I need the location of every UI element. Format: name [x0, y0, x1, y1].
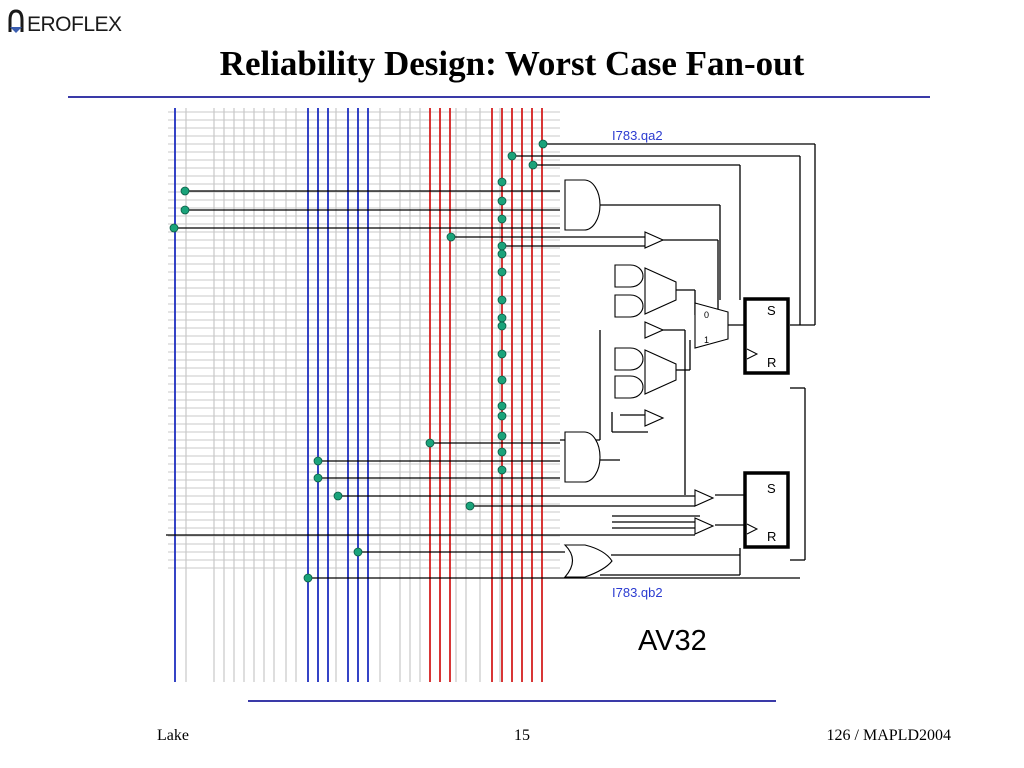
and-gate [564, 431, 601, 483]
horizontal-bus-lines [168, 111, 560, 569]
connection-dot [507, 151, 517, 161]
ff-bottom-set: S [767, 481, 776, 496]
connection-dot [497, 214, 507, 224]
highlighted-fanout-lines [174, 108, 543, 682]
connection-dot [465, 501, 475, 511]
connection-dot [497, 375, 507, 385]
mux-in0-label: 0 [704, 310, 709, 320]
schematic-wires [166, 143, 816, 579]
aeroflex-a-mark-icon [8, 9, 24, 33]
aeroflex-logo: EROFLEX [5, 6, 140, 40]
buffer-gate [694, 489, 715, 507]
ff-top-set: S [767, 303, 776, 318]
connection-dot [497, 349, 507, 359]
connection-dot [497, 267, 507, 277]
ff-top-reset: R [767, 355, 776, 370]
connection-dot [497, 313, 507, 323]
ff-bottom-reset: R [767, 529, 776, 544]
and-gate [564, 179, 601, 231]
connection-dot [497, 196, 507, 206]
output-mux: 0 1 [694, 302, 729, 349]
footer-rule [248, 700, 776, 702]
net-label-top: I783.qa2 [612, 128, 663, 143]
mux-gate [644, 267, 677, 315]
footer-reference: 126 / MAPLD2004 [826, 727, 951, 744]
connection-dot [538, 139, 548, 149]
connection-dot [313, 456, 323, 466]
connection-dot [303, 573, 313, 583]
connection-dot [353, 547, 363, 557]
flip-flop-top: S R [743, 297, 790, 375]
or-gate [563, 544, 613, 578]
connection-dot [169, 223, 179, 233]
net-label-bottom: I783.qb2 [612, 585, 663, 600]
connection-dot [425, 438, 435, 448]
and-gate [614, 375, 644, 399]
connection-dot [497, 447, 507, 457]
slide-title: Reliability Design: Worst Case Fan-out [219, 44, 805, 83]
connection-dot [497, 321, 507, 331]
connection-dot [313, 473, 323, 483]
title-rule [68, 96, 930, 98]
flip-flop-bottom: S R [743, 471, 790, 549]
mux-gate [644, 349, 677, 395]
and-gate [614, 264, 644, 288]
and-gate [614, 347, 644, 371]
logic-gates [563, 179, 715, 578]
connection-dot [497, 431, 507, 441]
and-gate [614, 294, 644, 318]
connection-dot [497, 401, 507, 411]
vertical-bus-lines [185, 108, 501, 682]
buffer-gate [644, 321, 665, 339]
block-name: AV32 [638, 625, 707, 657]
buffer-gate [644, 231, 665, 249]
connection-dot [497, 411, 507, 421]
connection-dot [528, 160, 538, 170]
mux-in1-label: 1 [704, 335, 709, 345]
connection-dot [497, 241, 507, 251]
footer-page-number: 15 [514, 727, 530, 744]
connection-dot [180, 205, 190, 215]
connection-dot [497, 177, 507, 187]
brand-name: EROFLEX [27, 13, 122, 36]
connection-dot [497, 295, 507, 305]
fanout-schematic: I783.qa2 I783.qb2 AV32 S R S R 0 1 [166, 108, 816, 682]
connection-dot [333, 491, 343, 501]
footer-author: Lake [157, 727, 189, 744]
connection-dot [180, 186, 190, 196]
connection-dots [169, 139, 548, 583]
connection-dot [446, 232, 456, 242]
buffer-gate [694, 517, 715, 535]
buffer-gate [644, 409, 665, 427]
connection-dot [497, 465, 507, 475]
connection-dot [497, 249, 507, 259]
